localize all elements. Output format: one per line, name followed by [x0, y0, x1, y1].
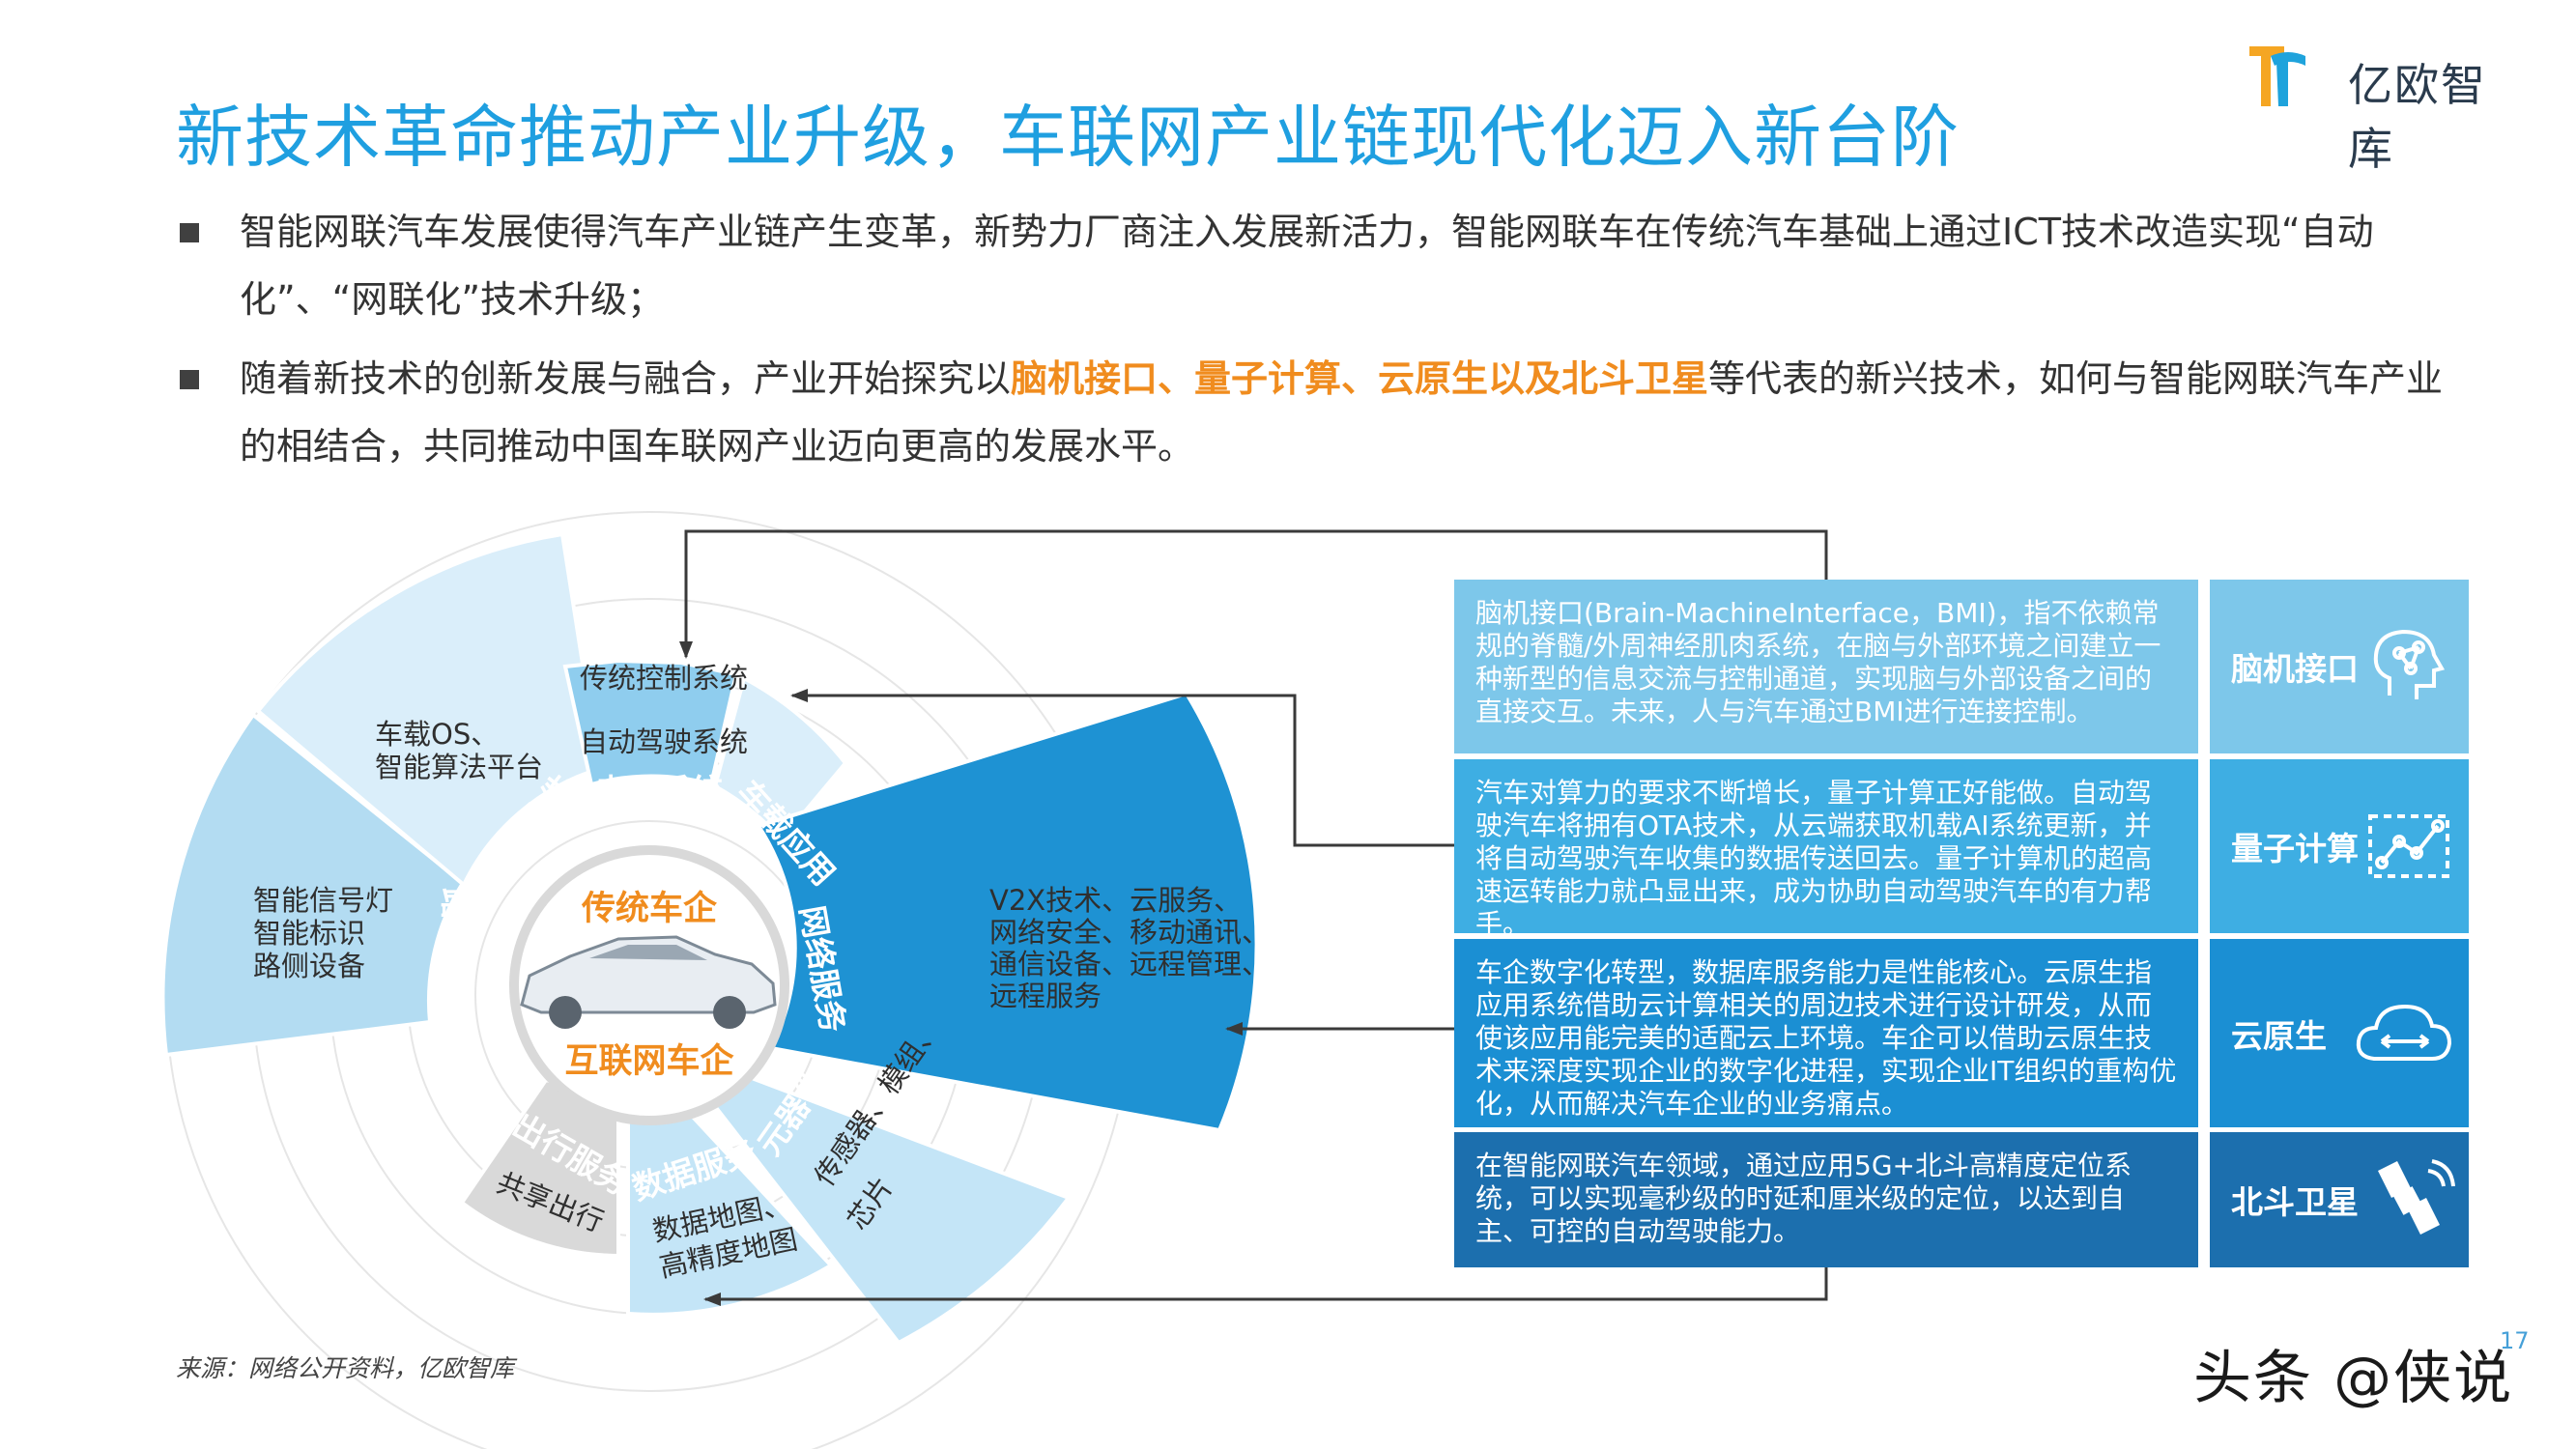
item-text: 传统控制系统	[580, 662, 748, 695]
sector-mobility-service	[459, 1077, 620, 1259]
watermark: 头条 @侠说	[2193, 1345, 2514, 1412]
item-text: 远程服务	[989, 980, 1102, 1012]
core-label-traditional: 传统车企	[581, 889, 718, 928]
item-text: V2X技术、云服务、	[989, 884, 1242, 917]
bullet-highlight: 脑机接口、量子计算、云原生以及北斗卫星	[1011, 357, 1709, 400]
bullet-text-after: 等代表的新兴技术，如何与智能网联汽车产业的相结合，共同推动中国车联网产业迈向更高…	[240, 357, 2444, 468]
tech-panel-quantum: 汽车对算力的要求不断增长，量子计算正好能做。自动驾驶汽车将拥有OTA技术，从云端…	[1454, 759, 2198, 940]
page-number: 17	[2500, 1327, 2530, 1354]
square-bullet-icon	[180, 370, 199, 389]
satellite-icon	[2378, 1159, 2455, 1235]
car-icon	[520, 935, 777, 1029]
segment-label-roadside: 路侧终端	[437, 888, 474, 1015]
bullet-list: 智能网联汽车发展使得汽车产业链产生变革，新势力厂商注入发展新活力，智能网联车在传…	[174, 198, 2464, 492]
tech-panel-cloud-native: 车企数字化转型，数据库服务能力是性能核心。云原生指应用系统借助云计算相关的周边技…	[1454, 939, 2198, 1127]
tech-tag-bmi: 脑机接口	[2210, 580, 2469, 753]
item-text: 通信设备、远程管理、	[989, 948, 1270, 980]
tag-label: 北斗卫星	[2231, 1183, 2359, 1221]
tech-panel-beidou: 在智能网联汽车领域，通过应用5G+北斗高精度定位系统，可以实现毫秒级的时延和厘米…	[1454, 1132, 2198, 1267]
logo-text: 亿欧智库	[2348, 59, 2487, 175]
tag-label: 脑机接口	[2231, 650, 2359, 688]
arrow-loop-bottom	[703, 1261, 1828, 1306]
brand-logo: 亿欧智库	[2242, 37, 2532, 175]
brain-chip-icon	[2373, 629, 2446, 699]
item-text: 智能算法平台	[375, 751, 543, 783]
sector-network-service	[755, 691, 1259, 1133]
item-text: 智能信号灯	[253, 884, 393, 917]
connector-arrows	[679, 529, 1828, 1306]
panel-text: 脑机接口(Brain-MachineInterface，BMI)，指不依赖常规的…	[1475, 597, 2161, 727]
panel-text: 在智能网联汽车领域，通过应用5G+北斗高精度定位系统，可以实现毫秒级的时延和厘米…	[1475, 1150, 2132, 1247]
panel-text: 车企数字化转型，数据库服务能力是性能核心。云原生指应用系统借助云计算相关的周边技…	[1475, 956, 2177, 1120]
tech-tag-quantum: 量子计算	[2210, 759, 2469, 933]
sector-in-vehicle-software	[255, 531, 602, 889]
network-service-items: V2X技术、云服务、 网络安全、移动通讯、 通信设备、远程管理、 远程服务	[989, 884, 1270, 1012]
square-bullet-icon	[180, 223, 199, 242]
page-title: 新技术革命推动产业升级，车联网产业链现代化迈入新台阶	[176, 98, 1960, 177]
segment-label-electronic-system: 电子系统	[595, 772, 723, 810]
roadside-items: 智能信号灯 智能标识 路侧设备	[253, 884, 393, 982]
sector-roadside	[160, 712, 466, 1058]
quantum-chart-icon	[2368, 814, 2449, 878]
arrow-to-electronic-system	[1565, 531, 1826, 575]
electronic-system-items: 传统控制系统 自动驾驶系统	[580, 662, 748, 758]
item-text: 网络安全、移动通讯、	[989, 916, 1270, 949]
arrow-quantum-to-diagram	[790, 689, 1454, 847]
bullet-text: 智能网联汽车发展使得汽车产业链产生变革，新势力厂商注入发展新活力，智能网联车在传…	[240, 211, 2374, 321]
panel-text: 汽车对算力的要求不断增长，量子计算正好能做。自动驾驶汽车将拥有OTA技术，从云端…	[1475, 777, 2153, 940]
arrow-loop-top	[679, 529, 1828, 659]
cloud-icon	[2356, 1004, 2452, 1061]
item-text: 自动驾驶系统	[580, 725, 748, 758]
bullet-item-2: 随着新技术的创新发展与融合，产业开始探究以脑机接口、量子计算、云原生以及北斗卫星…	[174, 345, 2464, 480]
bullet-text-before: 随着新技术的创新发展与融合，产业开始探究以	[240, 357, 1012, 400]
tag-label: 量子计算	[2231, 830, 2359, 867]
tag-label: 云原生	[2231, 1016, 2327, 1055]
in-vehicle-software-items: 车载OS、 智能算法平台	[375, 718, 543, 783]
sector-electronic-system	[562, 658, 739, 787]
bullet-item-1: 智能网联汽车发展使得汽车产业链产生变革，新势力厂商注入发展新活力，智能网联车在传…	[174, 198, 2464, 333]
sector-vehicle-application	[712, 675, 848, 844]
item-text: 路侧设备	[253, 950, 365, 982]
item-text: 智能标识	[253, 917, 365, 950]
sector-data-service	[626, 1099, 835, 1317]
core-label-internet: 互联网车企	[564, 1041, 734, 1081]
tech-panel-bmi: 脑机接口(Brain-MachineInterface，BMI)，指不依赖常规的…	[1454, 580, 2198, 753]
source-note: 来源：网络公开资料，亿欧智库	[176, 1354, 515, 1382]
sector-components	[704, 1069, 1073, 1346]
tech-tag-cloud-native: 云原生	[2210, 939, 2469, 1127]
item-text: 车载OS、	[375, 718, 499, 751]
logo-mark-icon	[2249, 46, 2305, 106]
tech-tag-beidou: 北斗卫星	[2210, 1132, 2469, 1267]
